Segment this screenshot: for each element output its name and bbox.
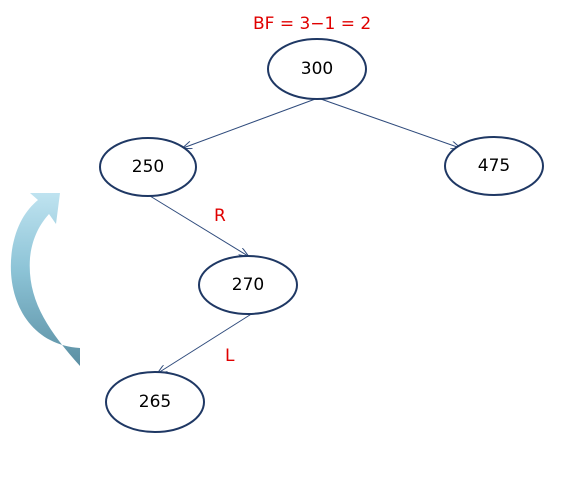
node-label: 300 bbox=[301, 59, 333, 79]
edge-label-r: R bbox=[214, 206, 226, 226]
node-label: 475 bbox=[478, 156, 510, 176]
node-265: 265 bbox=[105, 371, 205, 433]
balance-factor-label: BF = 3−1 = 2 bbox=[253, 14, 371, 34]
edge-270-to-265 bbox=[158, 312, 254, 373]
node-label: 270 bbox=[232, 275, 264, 295]
curved-rotation-arrow-icon bbox=[10, 193, 80, 366]
edge-300-to-250 bbox=[183, 97, 319, 148]
edge-label-l: L bbox=[225, 346, 235, 366]
node-label: 265 bbox=[139, 392, 171, 412]
node-475: 475 bbox=[444, 136, 544, 196]
node-300: 300 bbox=[267, 38, 367, 100]
edge-300-to-475 bbox=[317, 97, 460, 148]
node-250: 250 bbox=[99, 137, 197, 197]
node-label: 250 bbox=[132, 157, 164, 177]
edge-250-to-270 bbox=[149, 195, 248, 256]
node-270: 270 bbox=[198, 255, 298, 315]
